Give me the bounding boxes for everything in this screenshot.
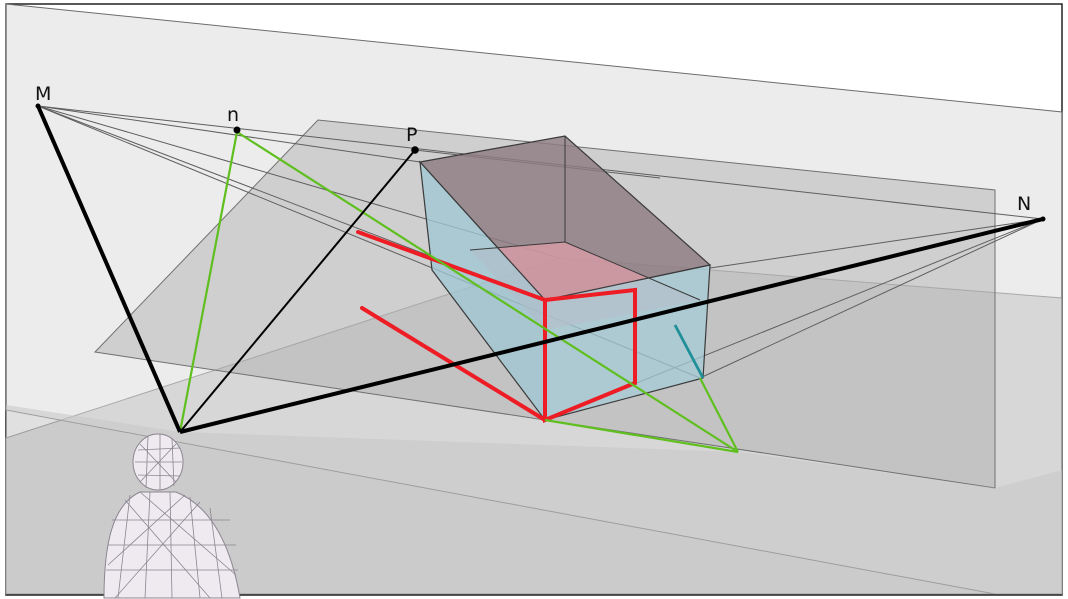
point-n-marker xyxy=(234,127,241,134)
point-P-marker xyxy=(411,146,419,154)
point-N-marker xyxy=(1041,217,1046,222)
label-P: P xyxy=(406,124,417,146)
label-n: n xyxy=(227,104,239,126)
label-N: N xyxy=(1017,193,1031,215)
label-M: M xyxy=(35,83,51,105)
